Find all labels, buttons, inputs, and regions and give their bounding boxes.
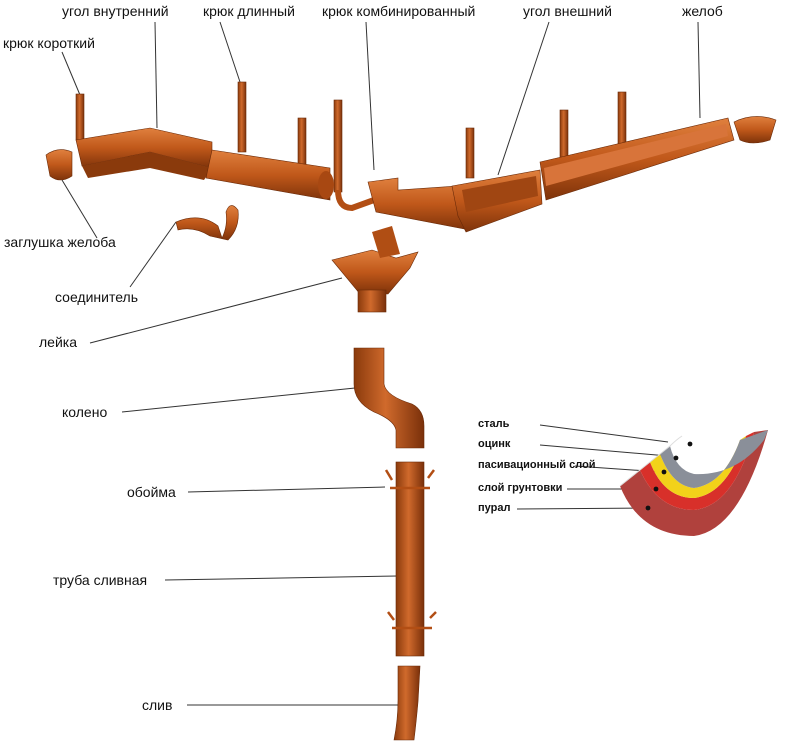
layer-zinc-label: оцинк (478, 438, 511, 450)
short-hook-label: крюк короткий (3, 35, 95, 51)
gutter-cap-part (45, 149, 73, 181)
hook-rod (465, 127, 475, 179)
steel-dot (687, 441, 693, 447)
connector-label: соединитель (55, 289, 139, 305)
elbow-label: колено (62, 404, 108, 420)
drain-pipe-label: труба сливная (53, 572, 148, 588)
gutter-label: желоб (682, 3, 723, 19)
passivation-dot (661, 469, 667, 475)
combined-hook-rod (333, 99, 343, 193)
hook-rod (297, 117, 307, 167)
combined-hook-part (335, 189, 376, 212)
long-hook-label: крюк длинный (203, 3, 295, 19)
funnel-part (331, 226, 419, 313)
inner-corner-label: угол внутренний (62, 3, 169, 19)
short-hook-rod (75, 93, 85, 141)
outlet-label: слив (142, 697, 173, 713)
zinc-dot (673, 455, 679, 461)
gutter-section-right (539, 117, 735, 201)
gutter-cap-label: заглушка желоба (4, 234, 116, 250)
layer-cross-section (619, 430, 768, 536)
layer-primer-label: слой грунтовки (478, 482, 563, 494)
layer-pural-label: пурал (478, 502, 511, 514)
gutter-end-part (733, 116, 777, 144)
pural-dot (645, 505, 651, 511)
outlet-part (393, 665, 421, 741)
leader-lines (61, 21, 701, 706)
layer-passivation-label: пасивационный слой (478, 459, 596, 471)
gutter-section-left (205, 149, 334, 201)
primer-dot (653, 486, 659, 492)
layer-steel-label: сталь (478, 418, 510, 430)
inner-corner-part (75, 127, 213, 180)
combined-hook-label: крюк комбинированный (322, 3, 476, 19)
clamp-label: обойма (127, 484, 176, 500)
elbow-part (353, 347, 425, 449)
clamp-parts (384, 469, 437, 630)
drain-pipe-part (395, 461, 425, 657)
funnel-label: лейка (39, 334, 77, 350)
outer-corner-part (451, 169, 543, 233)
outer-corner-label: угол внешний (523, 3, 612, 19)
connector-part (175, 205, 239, 241)
long-hook-rod (237, 81, 247, 153)
